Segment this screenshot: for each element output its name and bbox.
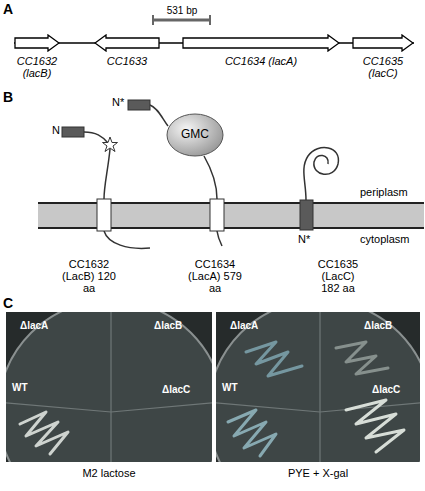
strain-label: ΔlacA — [20, 320, 48, 331]
scale-bar — [153, 15, 210, 25]
gene-name: CC1632 (lacB) — [14, 55, 60, 79]
gene-name: CC1633 — [94, 55, 160, 67]
terminus-label: N — [52, 124, 60, 136]
protein-label: CC1635 (LacC) 182 aa — [311, 258, 365, 294]
compartment-label: periplasm — [360, 186, 408, 198]
protein-label: CC1632 (LacB) 120 aa — [62, 258, 116, 294]
gene-arrow-shape — [352, 34, 414, 52]
gene-arrow: CC1634 (lacA) — [182, 34, 340, 80]
domain-name: GMC — [166, 128, 224, 141]
gene-name: CC1635 (lacC) — [352, 55, 414, 79]
medium-caption: PYE + X-gal — [216, 467, 420, 479]
gene-arrow-shape — [94, 34, 160, 52]
gene-arrow: CC1633 — [94, 34, 160, 68]
gene-arrow: CC1632 (lacB) — [14, 34, 60, 80]
gene-name: CC1634 (lacA) — [182, 55, 340, 67]
membrane — [38, 203, 424, 228]
strain-label: ΔlacC — [372, 384, 400, 395]
gene-arrow-shape — [14, 34, 60, 52]
terminus-label: N* — [112, 96, 124, 108]
agar-plate: ΔlacA ΔlacB WT ΔlacC M2 lactose — [6, 312, 212, 484]
lacc-protein — [300, 148, 338, 230]
strain-label: ΔlacA — [230, 320, 258, 331]
gmc-domain: GMC — [166, 113, 224, 157]
strain-label: ΔlacB — [154, 320, 182, 331]
agar-plate: ΔlacA ΔlacB WT ΔlacC PYE + X-gal — [216, 312, 420, 484]
strain-label: ΔlacB — [364, 320, 392, 331]
protein-label: CC1634 (LacA) 579 aa — [188, 258, 242, 294]
medium-caption: M2 lactose — [6, 467, 212, 479]
laca-protein — [128, 100, 224, 246]
lacb-protein — [62, 127, 150, 248]
compartment-label: cytoplasm — [360, 233, 410, 245]
panel-letter: A — [3, 2, 13, 17]
gene-arrow-shape — [182, 34, 340, 52]
gene-arrow: CC1635 (lacC) — [352, 34, 414, 80]
panel-letter: C — [3, 296, 13, 311]
strain-label: ΔlacC — [162, 384, 190, 395]
strain-label: WT — [12, 382, 28, 393]
strain-label: WT — [222, 382, 238, 393]
panel-letter: B — [3, 90, 13, 105]
terminus-label: N* — [298, 233, 310, 245]
scale-label: 531 bp — [162, 5, 202, 16]
